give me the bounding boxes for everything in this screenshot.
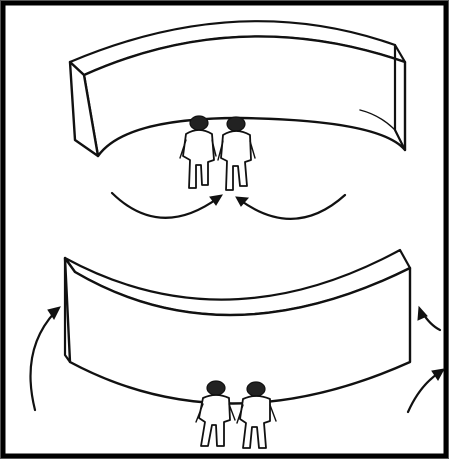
diagram-canvas xyxy=(0,0,449,459)
diagram-frame xyxy=(0,0,449,459)
